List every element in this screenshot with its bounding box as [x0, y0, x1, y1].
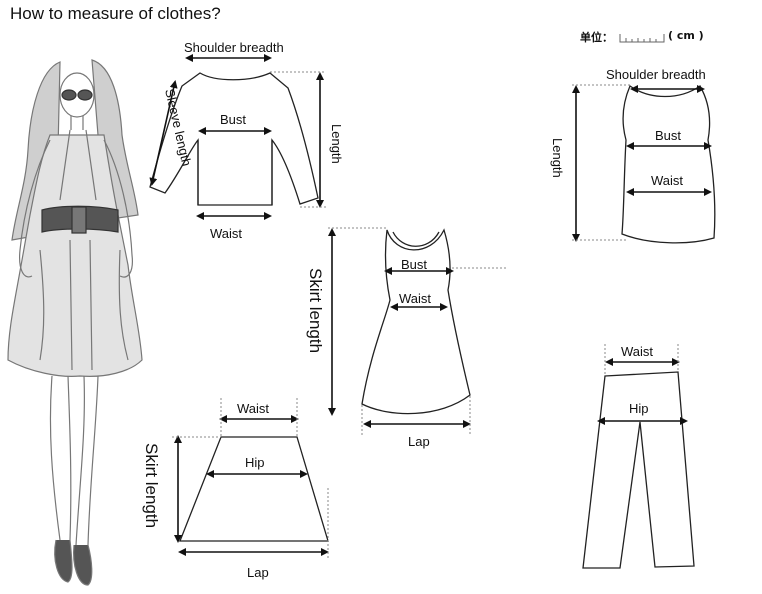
dress-bust-label: Bust — [401, 257, 427, 272]
sweater-length-label: Length — [329, 124, 344, 164]
dress-waist-label: Waist — [399, 291, 431, 306]
dress-guides — [328, 227, 506, 436]
sweater-measure-lines — [149, 54, 324, 220]
dress-lap-label: Lap — [408, 434, 430, 449]
skirt-guides — [172, 398, 329, 560]
pants-outline — [582, 371, 695, 569]
tank-measure-lines — [572, 85, 712, 242]
sweater-waist-label: Waist — [210, 226, 242, 241]
tank-shoulder-label: Shoulder breadth — [606, 67, 706, 82]
sweater-bust-label: Bust — [220, 112, 246, 127]
tank-guides — [572, 84, 632, 241]
unit-ruler — [619, 34, 665, 43]
pants-hip-label: Hip — [629, 401, 649, 416]
tank-outline — [621, 85, 716, 244]
dress-measure-lines — [328, 228, 471, 428]
skirt-hip-label: Hip — [245, 455, 265, 470]
skirt-length-label: Skirt length — [142, 443, 161, 528]
page-title: How to measure of clothes? — [10, 4, 221, 23]
skirt-measure-lines — [174, 415, 329, 556]
unit-suffix: ( cm ) — [668, 29, 704, 42]
skirt-waist-label: Waist — [237, 401, 269, 416]
skirt-lap-label: Lap — [247, 565, 269, 580]
pants-measure-lines — [597, 358, 688, 425]
unit-legend: 单位： ( cm ) — [580, 29, 704, 45]
sweater-shoulder-label: Shoulder breadth — [184, 40, 284, 55]
unit-prefix: 单位： — [580, 31, 613, 44]
skirt-outline — [179, 436, 329, 542]
dress-outline — [361, 228, 471, 415]
fashion-figure-illustration — [7, 59, 143, 586]
tank-waist-label: Waist — [651, 173, 683, 188]
tank-length-label: Length — [550, 138, 565, 178]
sweater-guides — [270, 71, 326, 208]
tank-bust-label: Bust — [655, 128, 681, 143]
pants-guides — [604, 344, 679, 376]
pants-waist-label: Waist — [621, 344, 653, 359]
dress-skirt-length-label: Skirt length — [306, 268, 325, 353]
